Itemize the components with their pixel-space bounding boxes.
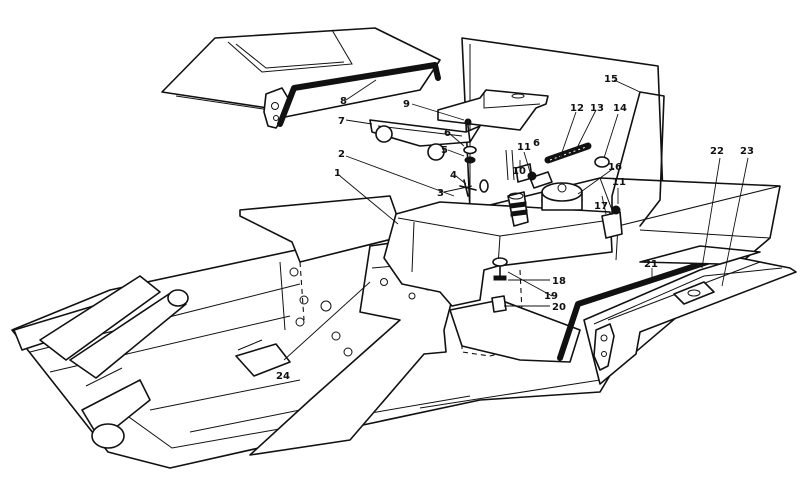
- callout-10: 10: [512, 166, 526, 177]
- strap-bracket-7: [369, 119, 481, 161]
- right-side-cover: [583, 257, 797, 385]
- step-plate: [639, 245, 761, 265]
- hood-latch-right: [593, 323, 615, 371]
- callout-23: 23: [740, 146, 754, 157]
- callout-11b: 11: [612, 177, 626, 188]
- hose-clamp-14: [594, 156, 610, 168]
- front-tube-bumper: [13, 275, 189, 449]
- callout-1: 1: [334, 168, 341, 179]
- callout-11: 11: [517, 142, 531, 153]
- fuel-cap: [541, 182, 583, 211]
- callout-13: 13: [590, 103, 604, 114]
- fuel-line-15: [611, 91, 665, 227]
- left-side-plate: [239, 195, 405, 357]
- callout-22: 22: [710, 146, 724, 157]
- callout-21: 21: [644, 259, 658, 270]
- seal-strip-upper: [277, 62, 441, 127]
- callout-5: 5: [441, 145, 448, 156]
- fuel-line-upper: [505, 149, 553, 189]
- callout-9: 9: [403, 99, 410, 110]
- callout-6b: 6: [533, 138, 540, 149]
- nut-20: [491, 295, 507, 313]
- callout-18: 18: [552, 276, 566, 287]
- washer-6: [463, 145, 477, 164]
- clip-3: [479, 179, 489, 193]
- callout-3: 3: [437, 188, 444, 199]
- callout-labels: 1 2 3 4 5 6 6 7 8 9 10 11 11 12 13 14 15…: [276, 74, 754, 382]
- bolt-9: [464, 118, 472, 143]
- callout-6: 6: [444, 128, 451, 139]
- callout-leaders: [283, 79, 749, 361]
- callout-2: 2: [338, 149, 345, 160]
- callout-24: 24: [276, 371, 290, 382]
- callout-12: 12: [570, 103, 584, 114]
- callout-7: 7: [338, 116, 345, 127]
- fitting-11: [527, 171, 621, 215]
- callout-4: 4: [450, 170, 457, 181]
- callout-15: 15: [604, 74, 618, 85]
- callout-16: 16: [608, 162, 622, 173]
- lower-center-bracket: [235, 339, 291, 377]
- callout-8: 8: [340, 96, 347, 107]
- bolt-18-19: [492, 257, 508, 281]
- fuel-filter: [507, 191, 529, 227]
- callout-14: 14: [613, 103, 627, 114]
- callout-20: 20: [552, 302, 566, 313]
- callout-19: 19: [544, 291, 558, 302]
- fuel-hose-12: [544, 142, 592, 164]
- seal-strip-21: [557, 249, 741, 361]
- callout-17: 17: [594, 201, 608, 212]
